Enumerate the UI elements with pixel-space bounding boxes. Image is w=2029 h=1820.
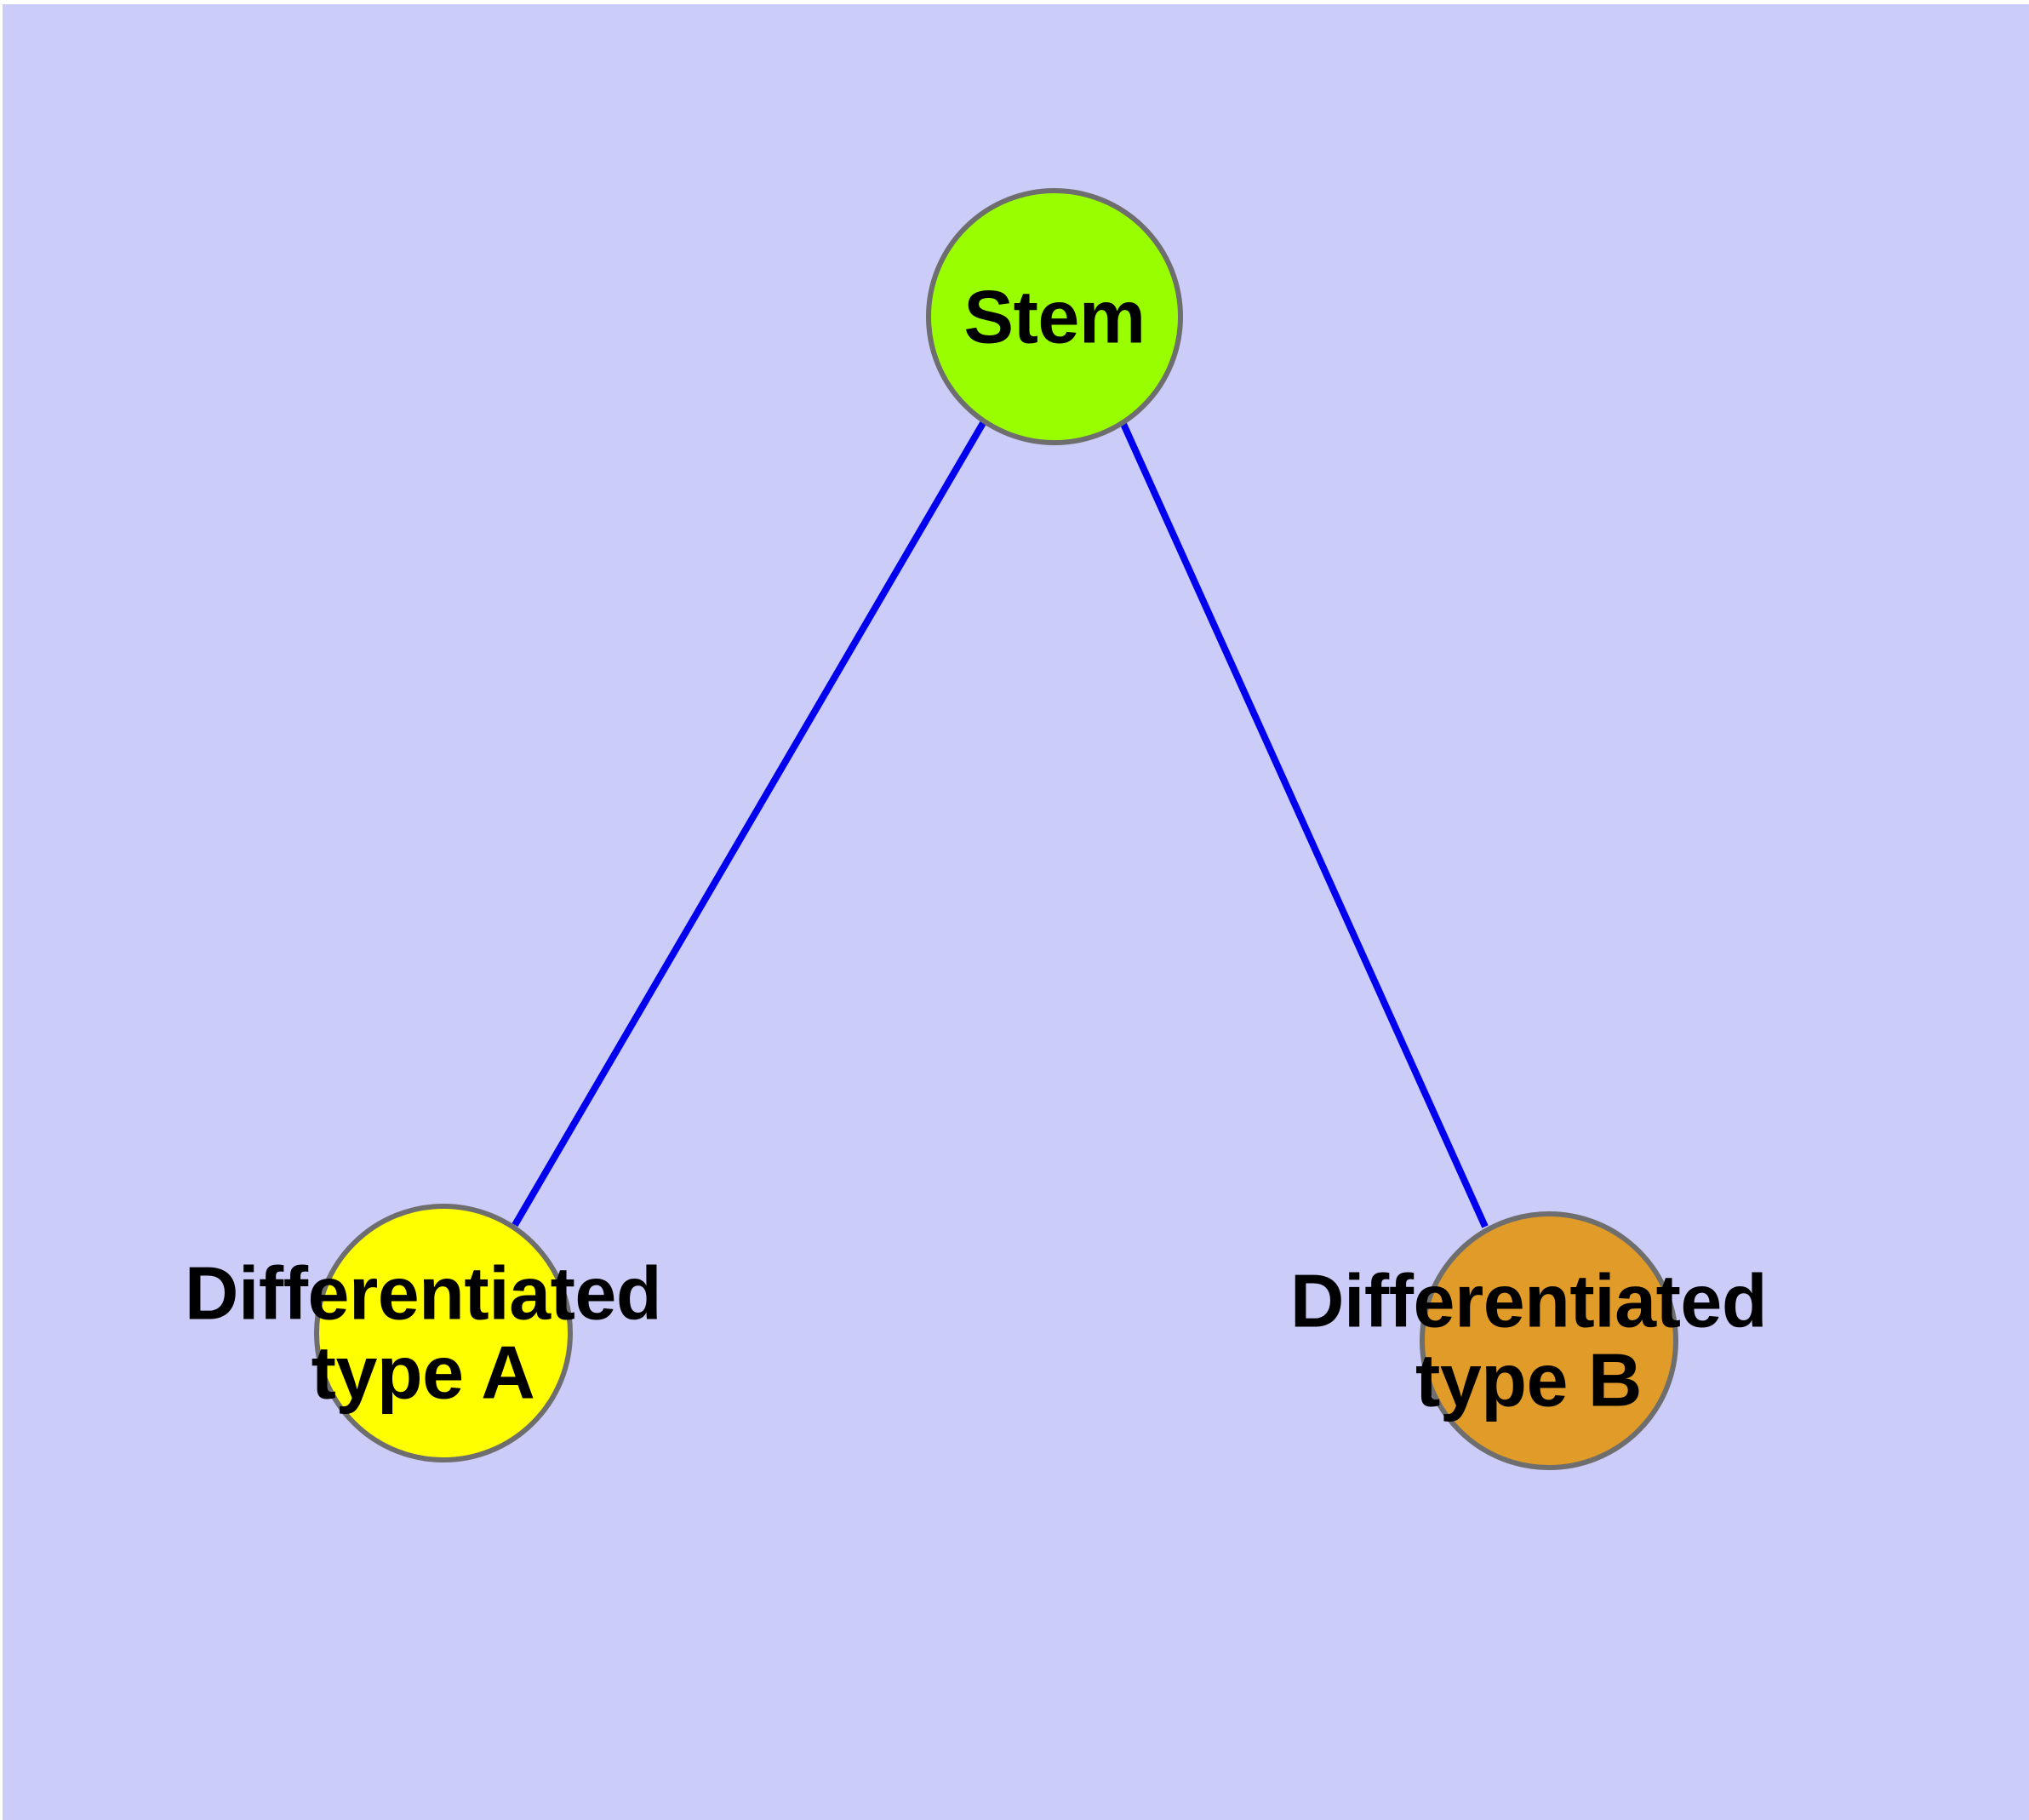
node-layer bbox=[314, 188, 1678, 1470]
node-stem[interactable] bbox=[926, 188, 1183, 445]
node-differentiated-type-b[interactable] bbox=[1420, 1211, 1678, 1470]
edge-layer bbox=[512, 421, 1489, 1228]
edge-stem-to-differentiated-type-a bbox=[512, 421, 986, 1228]
node-differentiated-type-a[interactable] bbox=[314, 1204, 573, 1462]
edge-stem-to-differentiated-type-b bbox=[1120, 422, 1489, 1228]
